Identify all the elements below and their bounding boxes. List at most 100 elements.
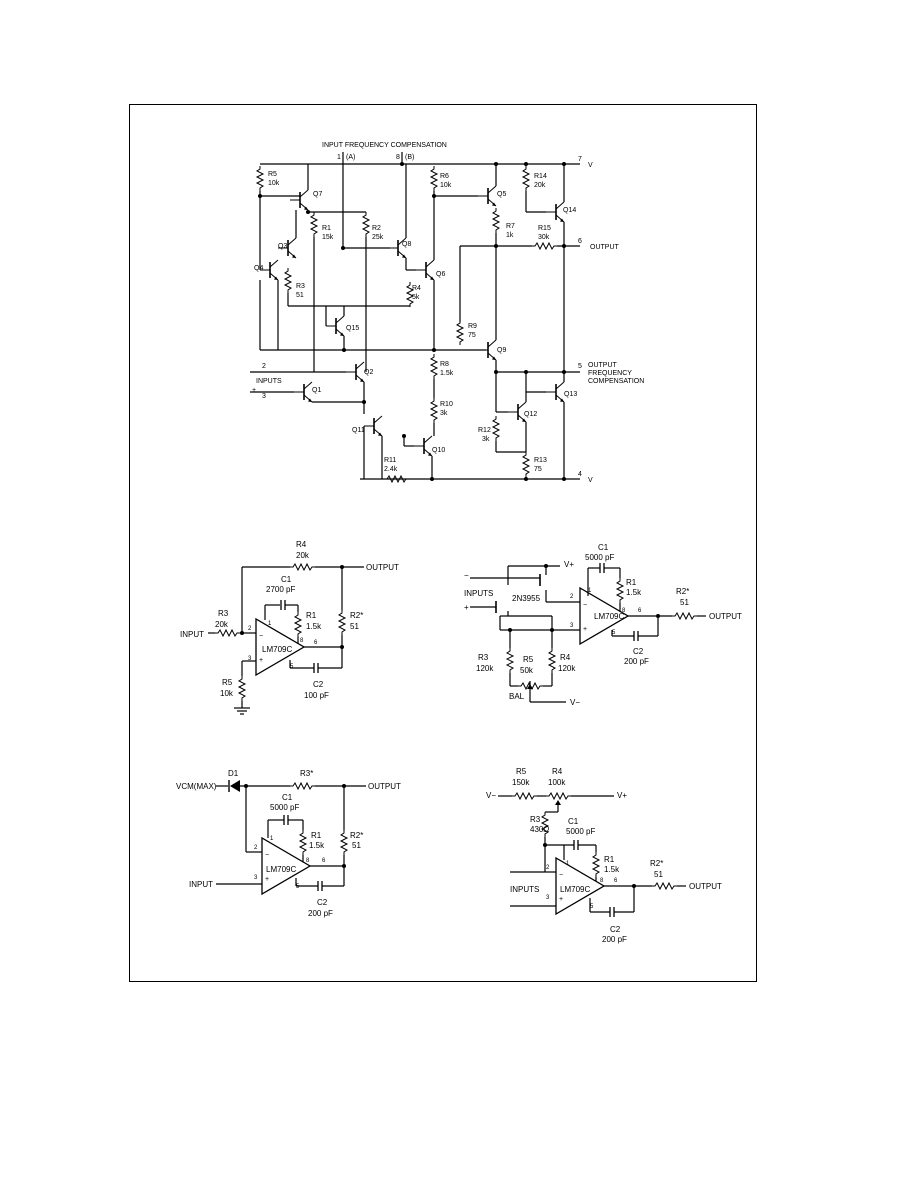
b-r3-label: R3: [478, 653, 489, 662]
d-r4-label: R4: [552, 767, 563, 776]
a-chip-label: LM709C: [262, 645, 292, 654]
b-plus: +: [464, 603, 469, 612]
r15-label: R15: [538, 225, 551, 232]
q8-label: Q8: [402, 241, 411, 248]
pin-5-label: 5: [578, 363, 582, 370]
d-chip-label: LM709C: [560, 885, 590, 894]
c-diode-icon: [228, 780, 240, 792]
a-plus: +: [259, 657, 263, 664]
r11-value: 2.4k: [384, 466, 398, 473]
pin-1-label: 1: [337, 154, 341, 161]
q2-label: Q2: [364, 369, 373, 376]
b-op-plus: +: [583, 626, 587, 633]
b-pin3: 3: [570, 623, 574, 629]
q1-label: Q1: [312, 387, 321, 394]
b-minus: −: [464, 571, 469, 580]
a-c2-value: 100 pF: [304, 691, 329, 700]
d-r5-value: 150k: [512, 778, 530, 787]
c-vcm-label: VCM(MAX): [176, 782, 217, 791]
c-op-plus: +: [265, 876, 269, 883]
c-pin2: 2: [254, 845, 258, 851]
d-pin2: 2: [546, 865, 550, 871]
q5-label: Q5: [497, 191, 506, 198]
b-pin8: 8: [622, 608, 626, 614]
c-r3-label: R3*: [300, 769, 313, 778]
b-r5-value: 50k: [520, 666, 534, 675]
a-r2-value: 51: [350, 622, 359, 631]
a-r2-label: R2*: [350, 611, 363, 620]
a-r1-label: R1: [306, 611, 317, 620]
pin-8-b-label: (B): [405, 154, 414, 161]
d-pin1: 1: [566, 861, 570, 867]
pin-2-label: 2: [262, 363, 266, 370]
d-c1-label: C1: [568, 817, 579, 826]
out-comp-3: COMPENSATION: [588, 378, 644, 385]
d-r1-label: R1: [604, 855, 615, 864]
b-r4-label: R4: [560, 653, 571, 662]
circuit-voltage-follower: VCM(MAX) D1 R3* OUTPUT C1 5000 pF R1 1.5…: [176, 769, 401, 918]
d-pin3: 3: [546, 895, 550, 901]
pin-8-label: 8: [396, 154, 400, 161]
c-output-label: OUTPUT: [368, 782, 401, 791]
d-r3-label: R3: [530, 815, 541, 824]
pin-6-label: 6: [578, 238, 582, 245]
b-inputs-label: INPUTS: [464, 589, 493, 598]
b-r4-value: 120k: [558, 664, 576, 673]
b-r5-label: R5: [523, 655, 534, 664]
d-r2-value: 51: [654, 870, 663, 879]
b-vminus-label: V−: [570, 698, 580, 707]
a-input-label: INPUT: [180, 630, 204, 639]
d-r3-value: 430Ω: [530, 825, 549, 834]
r6-value: 10k: [440, 182, 452, 189]
q9-label: Q9: [497, 347, 506, 354]
c-input-label: INPUT: [189, 880, 213, 889]
q12-label: Q12: [524, 411, 537, 418]
a-r4-value: 20k: [296, 551, 310, 560]
d-vminus-label: V−: [486, 791, 496, 800]
d-r5-label: R5: [516, 767, 527, 776]
b-r1-value: 1.5k: [626, 588, 642, 597]
a-c2-label: C2: [313, 680, 324, 689]
r8-label: R8: [440, 361, 449, 368]
r4-value: 5k: [412, 294, 420, 301]
circuit-fet-input: V+ − INPUTS + 2N3955 − + LM709C 2 3 1 8 …: [464, 543, 742, 707]
q7-label: Q7: [313, 191, 322, 198]
c-pin6: 6: [322, 858, 326, 864]
inputs-label: INPUTS: [256, 378, 282, 385]
r3-label: R3: [296, 283, 305, 290]
b-fet-label: 2N3955: [512, 594, 541, 603]
r10-label: R10: [440, 401, 453, 408]
pin-4-label: 4: [578, 471, 582, 478]
c-pin5: 5: [296, 884, 300, 890]
d-op-plus: +: [559, 896, 563, 903]
a-c1-value: 2700 pF: [266, 585, 295, 594]
d-pin8: 8: [600, 878, 604, 884]
d-r4-value: 100k: [548, 778, 566, 787]
b-op-minus: −: [583, 602, 587, 609]
r12-label: R12: [478, 427, 491, 434]
q10-label: Q10: [432, 447, 445, 454]
a-r5-label: R5: [222, 678, 233, 687]
a-pin6: 6: [314, 640, 318, 646]
d-op-minus: −: [559, 872, 563, 879]
q15-label: Q15: [346, 325, 359, 332]
b-pin5: 5: [612, 630, 616, 636]
r6-label: R6: [440, 173, 449, 180]
r7-value: 1k: [506, 232, 514, 239]
c-chip-label: LM709C: [266, 865, 296, 874]
a-pin8: 8: [300, 638, 304, 644]
r9-value: 75: [468, 332, 476, 339]
r13-label: R13: [534, 457, 547, 464]
a-minus: −: [259, 633, 263, 640]
d-vplus-label: V+: [617, 791, 627, 800]
a-pin5: 5: [290, 664, 294, 670]
b-r3-value: 120k: [476, 664, 494, 673]
r7-label: R7: [506, 223, 515, 230]
c-c2-label: C2: [317, 898, 328, 907]
d-output-label: OUTPUT: [689, 882, 722, 891]
a-c1-label: C1: [281, 575, 292, 584]
a-r3-label: R3: [218, 609, 229, 618]
r15-value: 30k: [538, 234, 550, 241]
b-r2-value: 51: [680, 598, 689, 607]
b-c1-label: C1: [598, 543, 609, 552]
